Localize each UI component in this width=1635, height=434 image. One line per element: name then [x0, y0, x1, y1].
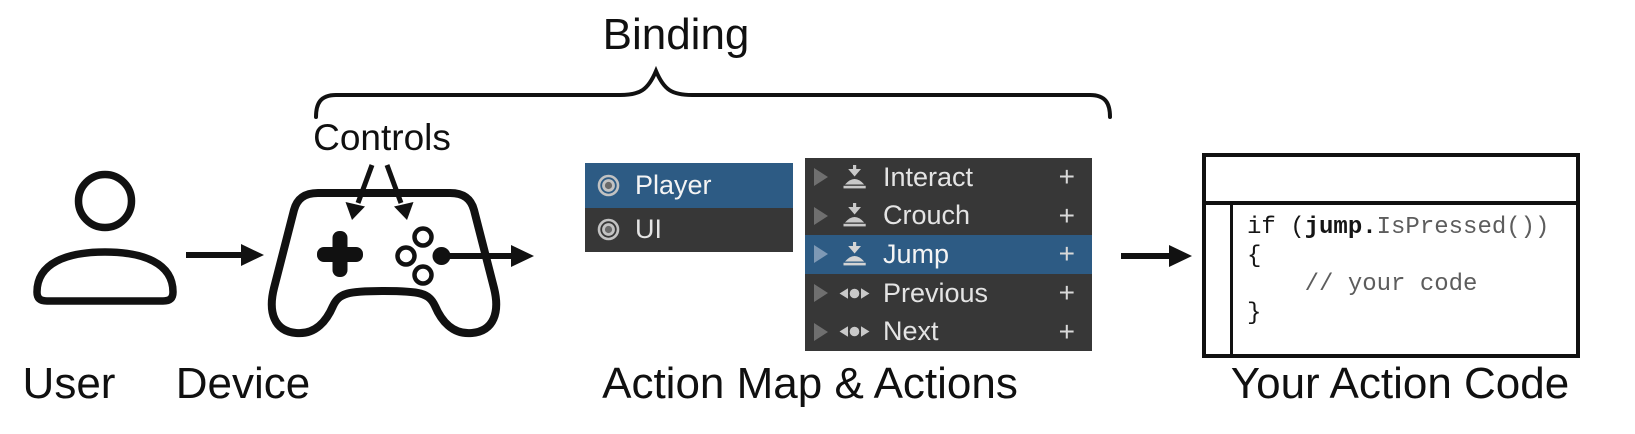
action-map-label-player: Player	[635, 169, 712, 200]
axis-action-icon	[839, 286, 870, 301]
foldout-triangle-icon[interactable]	[814, 168, 828, 187]
action-row-interact[interactable]: Interact +	[805, 158, 1092, 197]
gamepad-icon	[267, 189, 501, 338]
action-label-jump: Jump	[883, 238, 950, 269]
code-window-body: if (jump.IsPressed()) { // your code }	[1206, 205, 1576, 354]
action-label-interact: Interact	[883, 161, 974, 192]
binding-brace	[314, 65, 1112, 119]
action-map-panel: Player UI	[585, 163, 793, 252]
button-action-icon	[839, 203, 870, 228]
action-row-previous[interactable]: Previous +	[805, 273, 1092, 313]
add-binding-button[interactable]: +	[1058, 238, 1075, 270]
foldout-triangle-icon[interactable]	[814, 206, 828, 225]
binding-label: Binding	[602, 10, 750, 59]
code-action-ref: jump.	[1304, 214, 1377, 241]
add-binding-button[interactable]: +	[1058, 161, 1075, 193]
face-buttons-icon	[395, 226, 451, 286]
code-open-brace: {	[1247, 242, 1262, 270]
action-row-crouch[interactable]: Crouch +	[805, 196, 1092, 236]
controls-arrows	[345, 164, 414, 220]
code-window: if (jump.IsPressed()) { // your code }	[1202, 153, 1580, 358]
action-map-label: Action Map & Actions	[602, 359, 1018, 408]
arrow-device-to-actionmap	[446, 245, 534, 267]
code-comment: // your code	[1247, 271, 1478, 298]
button-action-icon	[839, 164, 870, 190]
arrow-actions-to-code	[1121, 245, 1192, 267]
code-method-call: IsPressed())	[1376, 214, 1550, 241]
dpad-icon	[317, 231, 363, 277]
device-label: Device	[175, 359, 311, 408]
action-code-label: Your Action Code	[1230, 359, 1570, 408]
code-window-titlebar	[1206, 157, 1576, 205]
action-map-label-ui: UI	[635, 214, 662, 245]
foldout-triangle-icon[interactable]	[814, 245, 828, 264]
action-label-crouch: Crouch	[883, 200, 971, 231]
user-label: User	[22, 359, 116, 408]
foldout-triangle-icon[interactable]	[814, 284, 828, 303]
control-scheme-icon	[597, 174, 620, 197]
action-row-jump[interactable]: Jump +	[805, 235, 1092, 274]
action-label-next: Next	[883, 316, 939, 347]
code-if: if (	[1247, 214, 1305, 241]
add-binding-button[interactable]: +	[1058, 315, 1075, 347]
actions-panel: Interact + Crouch +	[805, 158, 1092, 351]
code-gutter-line	[1230, 205, 1233, 354]
add-binding-button[interactable]: +	[1058, 277, 1075, 309]
foldout-triangle-icon[interactable]	[814, 322, 828, 341]
code-close-brace: }	[1247, 299, 1262, 327]
action-label-previous: Previous	[883, 277, 989, 308]
action-code-snippet: if (jump.IsPressed()) { // your code }	[1247, 214, 1549, 328]
axis-action-icon	[839, 324, 870, 339]
controls-label: Controls	[313, 117, 451, 158]
user-icon	[33, 170, 177, 305]
action-map-row-player[interactable]: Player	[585, 163, 793, 208]
action-map-row-ui[interactable]: UI	[585, 207, 793, 252]
control-scheme-icon	[597, 218, 620, 241]
add-binding-button[interactable]: +	[1058, 199, 1075, 231]
action-row-next[interactable]: Next +	[805, 312, 1092, 351]
button-action-icon	[839, 241, 870, 267]
arrow-user-to-device	[186, 244, 264, 266]
